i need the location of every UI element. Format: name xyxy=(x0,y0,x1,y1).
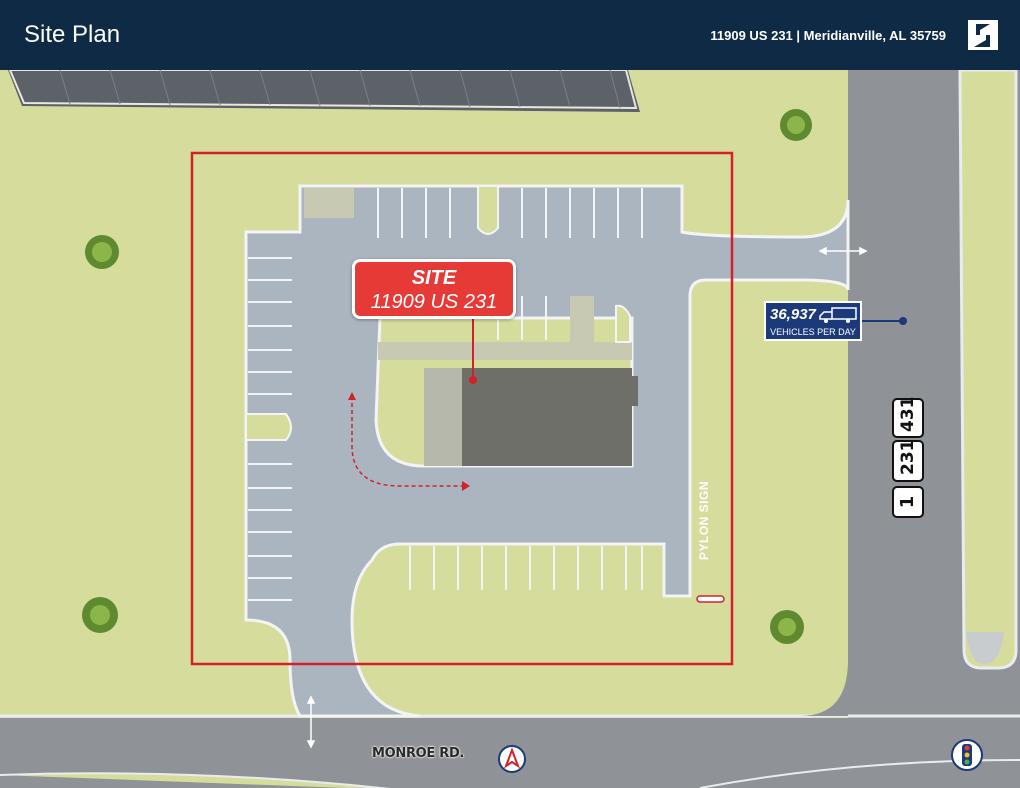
site-boundary xyxy=(190,151,734,666)
route-shield-231: 231 xyxy=(892,440,924,482)
page-title: Site Plan xyxy=(24,21,121,48)
site-label: SITE 11909 US 231 xyxy=(352,259,516,319)
route-shield-1: 1 xyxy=(892,486,924,518)
page-header: Site Plan 11909 US 231 | Meridianville, … xyxy=(0,0,1020,70)
truck-icon xyxy=(819,307,857,323)
access-arrow-icon xyxy=(306,246,868,749)
roof-strip xyxy=(8,70,640,112)
building xyxy=(424,368,638,466)
traffic-caption: VEHICLES PER DAY xyxy=(770,327,856,337)
site-plan-map xyxy=(0,70,1020,788)
pylon-sign-label: PYLON SIGN xyxy=(697,480,711,560)
us-231-road xyxy=(848,70,1020,788)
traffic-signal-icon xyxy=(951,739,983,771)
monroe-rd-road xyxy=(0,714,1020,788)
traffic-flow-arrow xyxy=(351,396,464,487)
street-label-monroe: MONROE RD. xyxy=(372,746,465,761)
site-label-title: SITE xyxy=(411,267,457,289)
tree-icon xyxy=(82,109,812,644)
brand-s-logo-icon xyxy=(968,20,998,50)
site-label-address: 11909 US 231 xyxy=(370,291,498,313)
north-arrow-icon xyxy=(498,745,526,773)
site-address: 11909 US 231 | Meridianville, AL 35759 xyxy=(710,28,946,43)
traffic-count-box: 36,937 VEHICLES PER DAY xyxy=(764,301,862,341)
traffic-count: 36,937 xyxy=(770,306,816,323)
route-shield-431: 431 xyxy=(892,397,924,438)
